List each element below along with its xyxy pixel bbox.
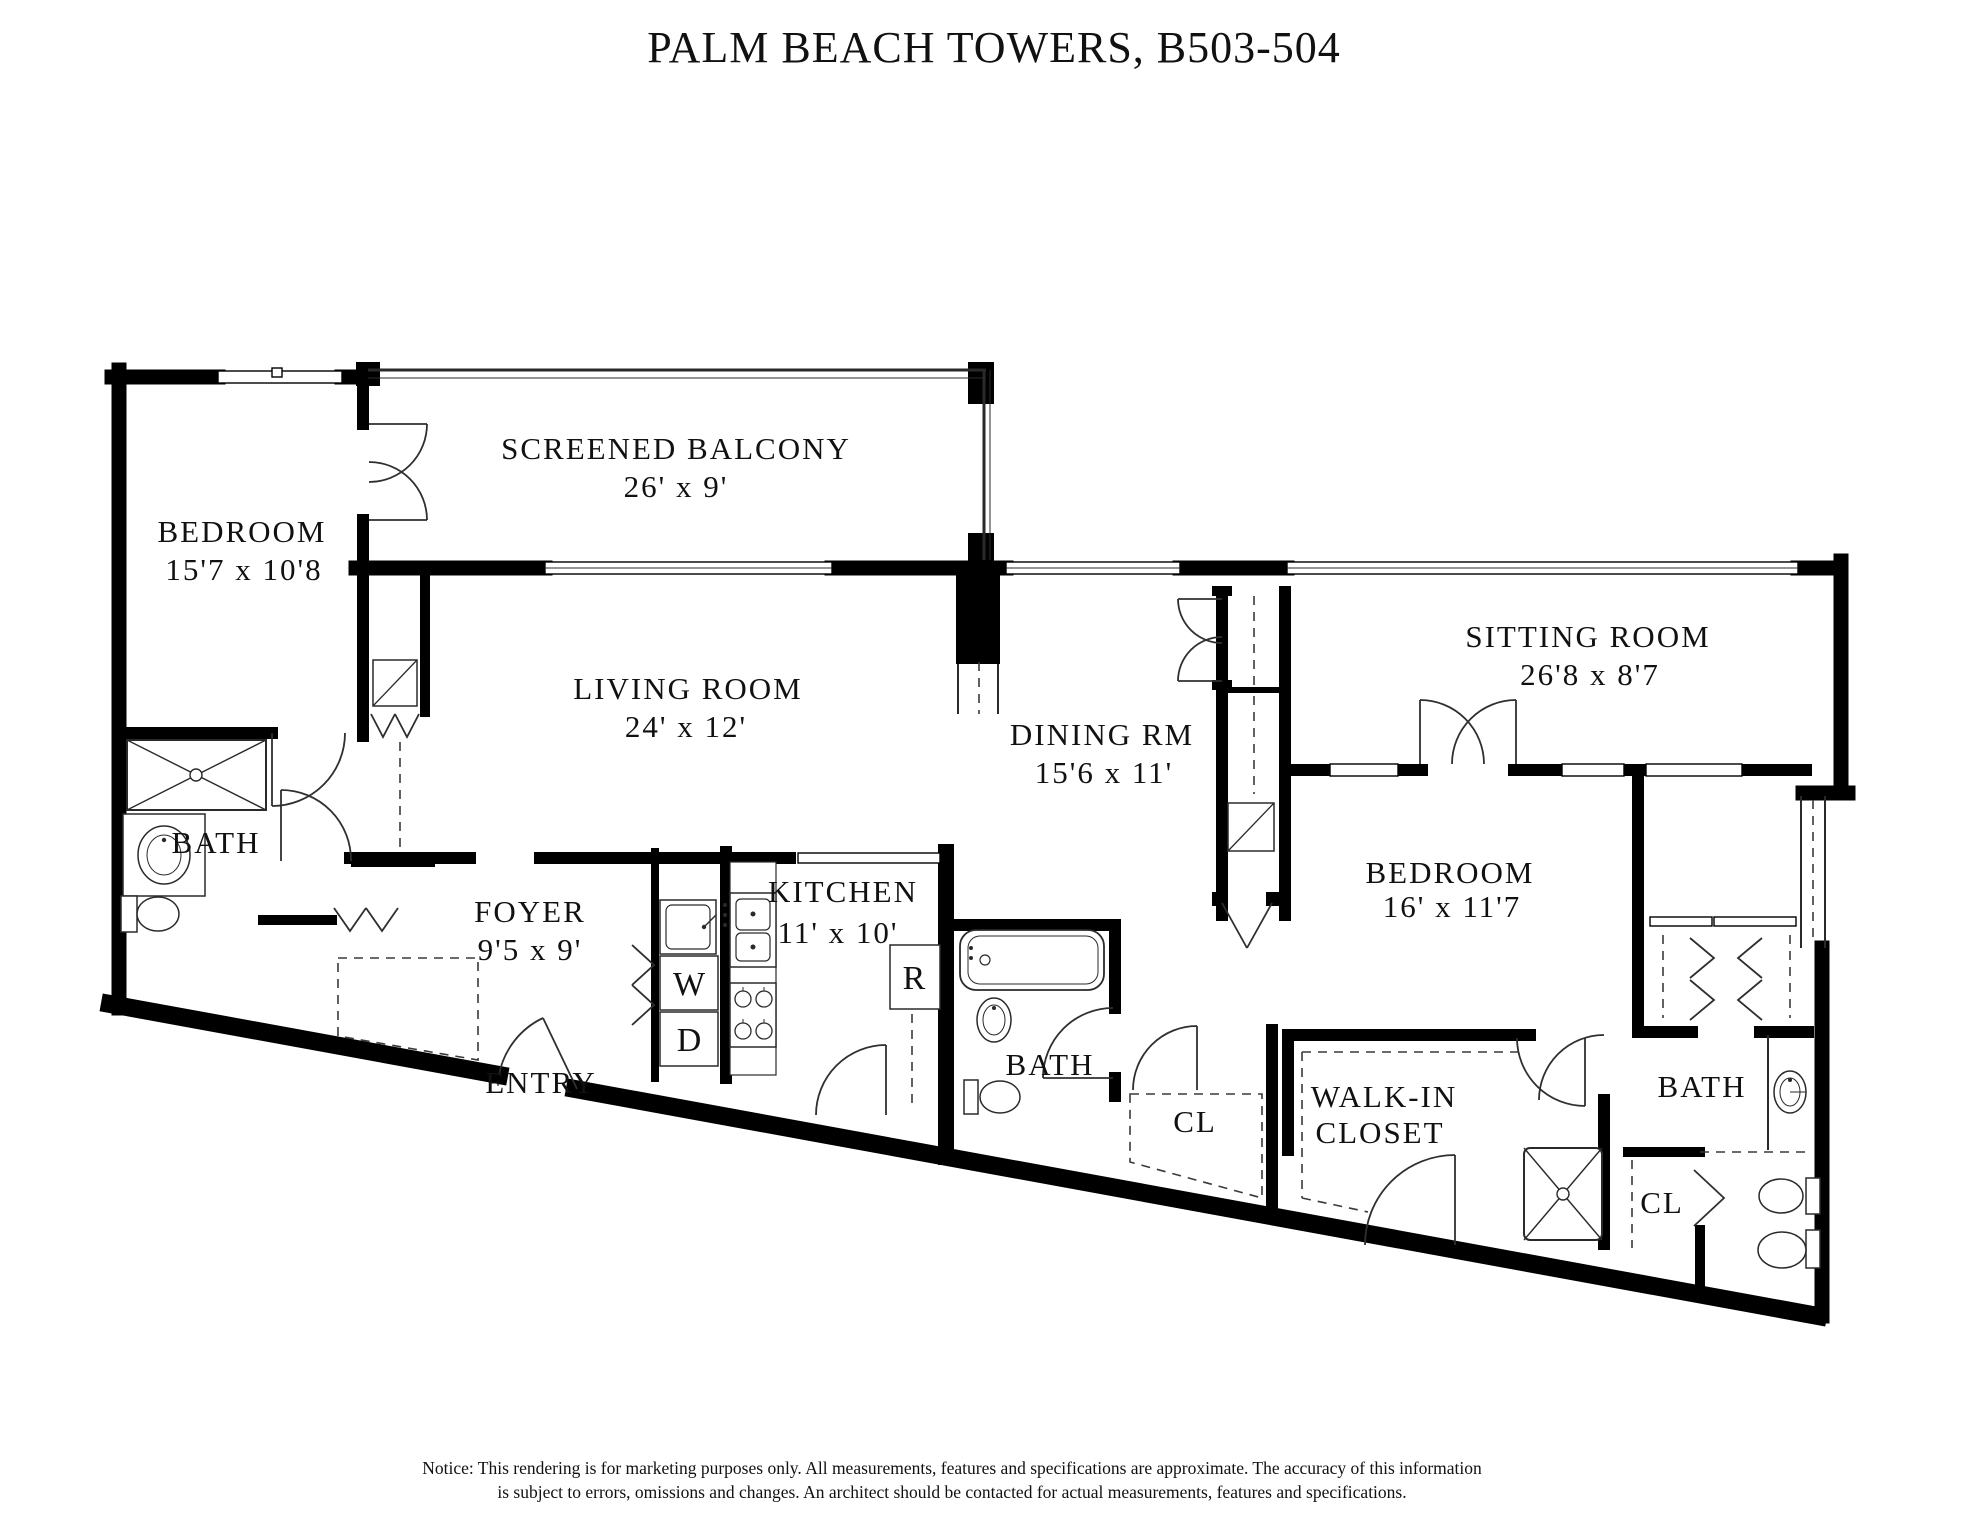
room-label-bath-middle: BATH — [1006, 1047, 1095, 1082]
washer-label: W — [673, 966, 706, 1003]
bathtub-icon — [959, 929, 1105, 991]
room-dims-screened-balcony: 26' x 9' — [624, 469, 729, 504]
room-labels: BEDROOM 15'7 x 10'8 SCREENED BALCONY 26'… — [157, 431, 1747, 1220]
disclaimer-line2: is subject to errors, omissions and chan… — [497, 1482, 1406, 1502]
laundry-sink-icon — [659, 899, 717, 955]
room-dims-foyer: 9'5 x 9' — [478, 932, 583, 967]
room-dims-bedroom-right: 16' x 11'7 — [1383, 889, 1522, 924]
sink-right-icon — [1773, 1070, 1807, 1114]
refrigerator-box — [889, 944, 941, 1010]
room-label-dining-room: DINING RM — [1010, 717, 1194, 752]
dashed-lines — [337, 596, 1814, 1248]
room-label-living-room: LIVING ROOM — [573, 671, 803, 706]
room-dims-kitchen: 11' x 10' — [777, 915, 898, 950]
room-label-foyer: FOYER — [474, 894, 586, 929]
room-dims-bedroom-left: 15'7 x 10'8 — [165, 552, 322, 587]
page-title: PALM BEACH TOWERS, B503-504 — [647, 23, 1341, 72]
windows — [217, 367, 1799, 927]
disclaimer: Notice: This rendering is for marketing … — [422, 1458, 1482, 1502]
kitchen-sink-icon — [723, 892, 777, 968]
room-label-entry: ENTRY — [485, 1065, 597, 1100]
sink-middle-icon — [976, 997, 1012, 1043]
room-label-walk-in-line1: WALK-IN — [1311, 1079, 1458, 1114]
disclaimer-line1: Notice: This rendering is for marketing … — [422, 1458, 1482, 1478]
interior-walls — [113, 378, 1814, 1300]
toilet-left-icon — [120, 895, 180, 933]
room-label-sitting-room: SITTING ROOM — [1465, 619, 1710, 654]
room-label-bath-right: BATH — [1658, 1069, 1747, 1104]
room-dims-dining-room: 15'6 x 11' — [1035, 755, 1174, 790]
room-label-bath-left: BATH — [172, 825, 261, 860]
wall-column — [956, 568, 1000, 664]
closet-mirror-left — [372, 659, 418, 707]
room-label-walk-in-line2: CLOSET — [1315, 1115, 1444, 1150]
room-label-closet-right: CL — [1640, 1185, 1684, 1220]
door-symbols — [271, 423, 1763, 1246]
dryer-label: D — [677, 1022, 702, 1059]
dryer-box — [659, 1011, 719, 1067]
room-dims-living-room: 24' x 12' — [625, 709, 747, 744]
pocket-door-channel — [957, 664, 999, 714]
room-dims-sitting-room: 26'8 x 8'7 — [1520, 657, 1660, 692]
shower-left-icon — [126, 739, 267, 811]
toilet-right2-icon — [1757, 1229, 1821, 1269]
room-label-closet-middle: CL — [1173, 1104, 1217, 1139]
diagonal-outer-wall — [99, 993, 1829, 1327]
room-label-screened-balcony: SCREENED BALCONY — [501, 431, 851, 466]
room-label-bedroom-right: BEDROOM — [1365, 855, 1534, 890]
outer-walls — [104, 362, 1856, 1324]
room-label-bedroom-left: BEDROOM — [157, 514, 326, 549]
sink-left-icon — [122, 813, 206, 897]
balcony-screen-walls — [368, 368, 991, 560]
washer-box — [659, 955, 719, 1011]
shower-right-icon — [1523, 1147, 1603, 1241]
refrigerator-label: R — [903, 960, 926, 997]
window-channel-right — [1800, 796, 1826, 948]
room-label-kitchen: KITCHEN — [768, 874, 918, 909]
stove-icon — [729, 982, 777, 1048]
toilet-right-icon — [1758, 1177, 1821, 1215]
toilet-middle-icon — [963, 1079, 1021, 1115]
closet-mirror-middle — [1227, 802, 1275, 852]
fixtures — [120, 659, 1821, 1269]
